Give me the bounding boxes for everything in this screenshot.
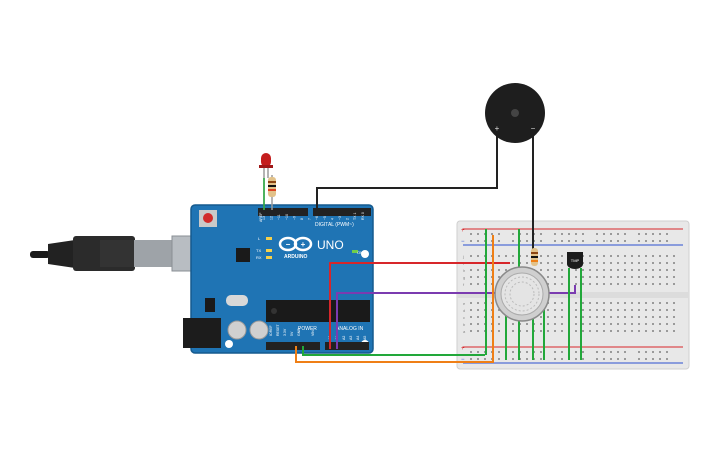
- svg-text:−: −: [286, 240, 291, 249]
- power-header-label: POWER: [298, 326, 317, 332]
- digital-pin-label: ~6: [315, 216, 319, 220]
- aref-label: AREF: [259, 213, 263, 222]
- digital-pin-label: 12: [270, 216, 274, 220]
- reset-label: RESET: [276, 323, 280, 336]
- row-letter: a: [463, 329, 466, 334]
- row-letter: d: [463, 308, 465, 313]
- arduino-logo: − +: [278, 236, 313, 252]
- digital-pin-label: 8: [300, 218, 304, 220]
- piezo-buzzer[interactable]: + −: [485, 83, 545, 143]
- digital-header-right[interactable]: [313, 208, 371, 216]
- analog-pin-label: A3: [349, 336, 353, 340]
- digital-pin-label: ~9: [292, 216, 296, 220]
- tmp-label: TMP: [571, 258, 580, 263]
- capacitor: [249, 320, 269, 340]
- pin-l-label: L: [258, 236, 261, 241]
- digital-header-left[interactable]: [258, 208, 308, 216]
- digital-pin-label: TX 1: [353, 213, 357, 220]
- crystal: [226, 295, 248, 306]
- svg-text:+: +: [301, 240, 306, 249]
- analog-pin-label: A5: [363, 336, 367, 340]
- analog-header[interactable]: [325, 342, 369, 350]
- wire-red-sensor: [329, 262, 510, 349]
- capacitor: [227, 320, 247, 340]
- buzzer-minus-label: −: [531, 124, 536, 133]
- wire-green-gnd: [302, 346, 485, 356]
- digital-pin-label: 7: [308, 218, 312, 220]
- row-letter: g: [463, 275, 465, 280]
- digital-header-label: DIGITAL (PWM~): [315, 222, 354, 228]
- analog-pin-label: A2: [342, 336, 346, 340]
- vin-label: VIN: [311, 330, 315, 336]
- temperature-sensor[interactable]: TMP: [567, 252, 583, 269]
- power-pin-labels: IOREF RESET 3.3V 5V GND VIN AREF: [259, 213, 315, 336]
- row-letter: b: [463, 322, 466, 327]
- v5-label: 5V: [290, 331, 294, 336]
- gas-sensor[interactable]: [494, 266, 550, 322]
- rail-minus-label-top: −: [461, 239, 465, 245]
- sensor-resistor[interactable]: [531, 248, 538, 266]
- digital-pin-label: RX 0: [361, 212, 365, 220]
- gnd-label: GND: [297, 328, 301, 336]
- rail-minus-label-bottom: −: [461, 357, 465, 363]
- power-jack: [183, 318, 221, 348]
- pin-rx-label: RX: [256, 255, 262, 260]
- wire-black-buzzer-plus: [316, 134, 498, 210]
- digital-pin-label: ~10: [285, 214, 289, 220]
- digital-pin-label: 13: [262, 216, 266, 220]
- rail-plus-label-bottom: +: [461, 346, 465, 352]
- usb-cable[interactable]: [30, 235, 219, 272]
- on-label: ON: [357, 250, 363, 255]
- row-letter: e: [463, 301, 466, 306]
- buzzer-plus-label: +: [495, 124, 500, 133]
- analog-pin-label: A4: [356, 336, 360, 340]
- digital-pin-label: ~11: [277, 214, 281, 220]
- digital-pin-label: 2: [346, 218, 350, 220]
- arduino-brand-text: ARDUINO: [284, 254, 307, 260]
- wire-purple-sensor: [336, 285, 576, 349]
- led-resistor[interactable]: [268, 175, 276, 210]
- arduino-uno-board[interactable]: − + ARDUINO UNO DIGITAL (PWM~) POWER ANA…: [183, 204, 374, 354]
- rail-plus-label-top: +: [461, 228, 465, 234]
- v33-label: 3.3V: [283, 328, 287, 336]
- atmega-chip: [266, 300, 370, 322]
- power-header[interactable]: [266, 342, 320, 350]
- row-letter: j: [462, 254, 464, 259]
- wire-orange-5v: [295, 235, 494, 363]
- row-letter: f: [463, 282, 465, 287]
- digital-pin-label: 4: [330, 218, 334, 220]
- uno-text: UNO: [317, 238, 344, 252]
- row-letter: c: [463, 315, 465, 320]
- digital-pin-label: ~3: [338, 216, 342, 220]
- ioref-label: IOREF: [269, 325, 273, 336]
- row-letter: h: [463, 268, 465, 273]
- pin-tx-label: TX: [256, 248, 261, 253]
- digital-pin-label: ~5: [323, 216, 327, 220]
- analog-header-label: ANALOG IN: [336, 326, 364, 332]
